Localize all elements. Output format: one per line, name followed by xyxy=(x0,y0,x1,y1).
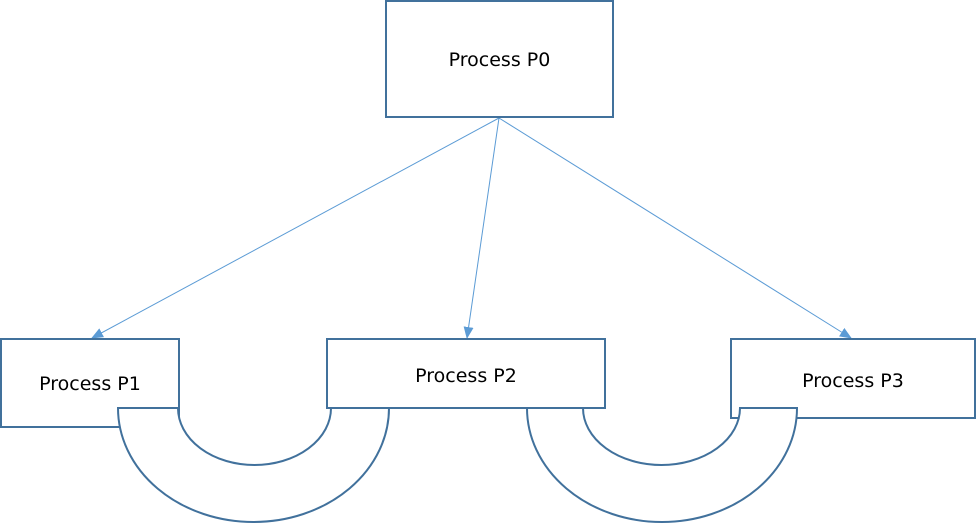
pipe-p2-p3 xyxy=(525,407,799,523)
node-label: Process P0 xyxy=(449,49,551,71)
pipe-p1-p2 xyxy=(116,407,391,523)
node-process-p1[interactable]: Process P1 xyxy=(0,338,180,428)
arrow-p0-p3 xyxy=(498,117,852,339)
node-process-p2[interactable]: Process P2 xyxy=(326,338,606,409)
node-process-p3[interactable]: Process P3 xyxy=(730,338,976,419)
node-label: Process P1 xyxy=(39,373,141,395)
node-process-p0[interactable]: Process P0 xyxy=(385,0,614,118)
arrow-p0-p2 xyxy=(463,117,500,339)
arrow-p0-p1 xyxy=(91,117,500,339)
node-label: Process P3 xyxy=(802,370,904,392)
node-label: Process P2 xyxy=(415,365,517,387)
